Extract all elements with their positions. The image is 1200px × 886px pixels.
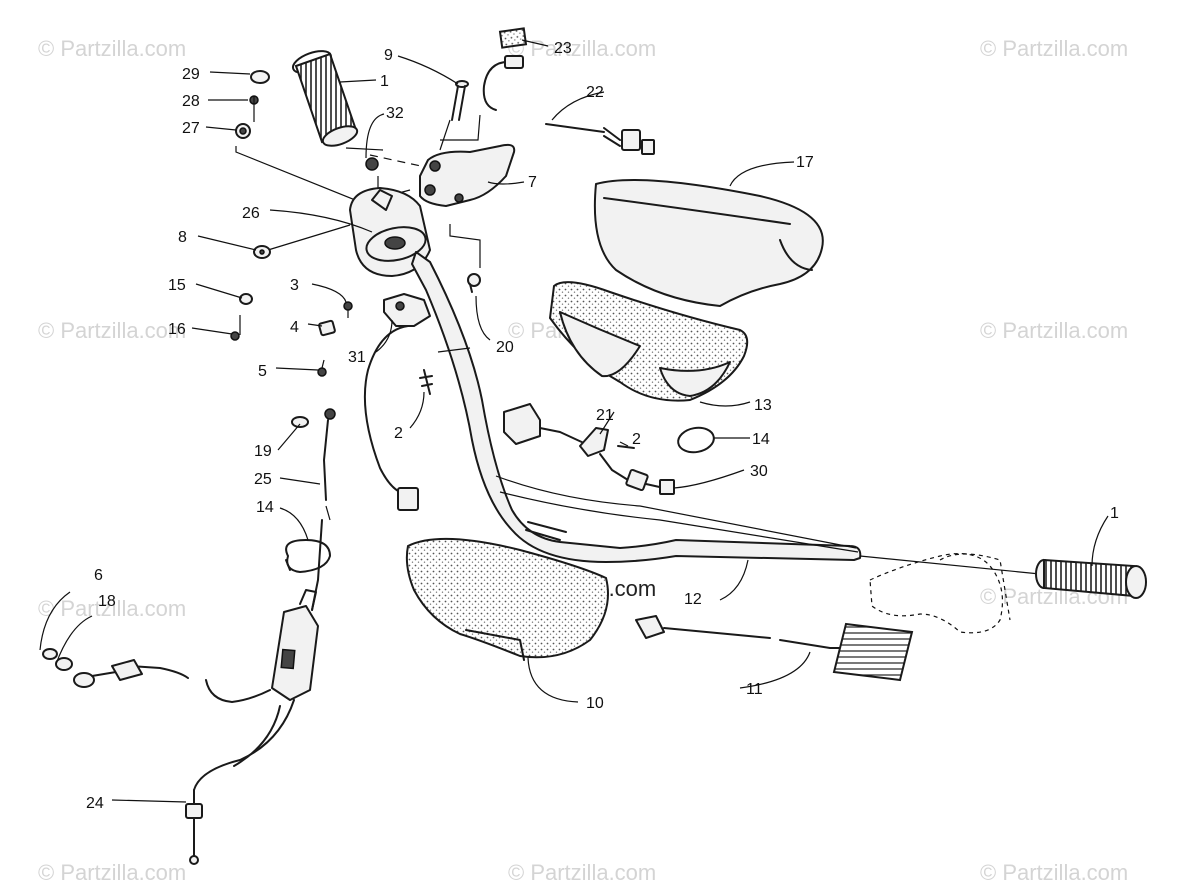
watermark-bottom-right: © Partzilla.com [980,860,1129,885]
screw-2-right [617,445,635,449]
fitting-6-18 [39,591,189,688]
throttle-housing [193,589,319,791]
adjuster-24 [185,789,203,865]
label-1-left: 1 [380,73,389,90]
watermark-mid-left: © Partzilla.com [38,318,187,343]
assembly-line-27 [235,146,386,213]
label-26: 26 [242,205,260,222]
switch-21 [503,403,675,495]
watermark-top-right: © Partzilla.com [980,36,1129,61]
cover-13 [548,281,749,402]
label-28: 28 [182,93,200,110]
label-17: 17 [796,154,814,171]
wire-harness-22 [440,55,655,155]
label-19: 19 [254,443,272,460]
grip-left [291,50,359,147]
label-10: 10 [586,695,604,712]
screw-stack-27-29 [235,70,270,139]
clamp-14-left [285,539,331,573]
bolt-9 [439,80,469,151]
assembly-dashed [369,154,431,169]
label-1-right: 1 [1110,505,1119,522]
label-20: 20 [496,339,514,356]
label-2-right: 2 [632,431,641,448]
label-31: 31 [348,349,366,366]
label-6: 6 [94,567,103,584]
label-11: 11 [746,681,763,698]
leader-lines [111,39,1109,803]
label-27: 27 [182,120,200,137]
watermark-top-center: © Partzilla.com [508,36,657,61]
label-18: 18 [98,593,116,610]
label-14-right: 14 [752,431,770,448]
label-14-left: 14 [256,499,274,516]
assembly-line-8 [267,224,351,251]
label-3: 3 [290,277,299,294]
watermark-low-left: © Partzilla.com [38,596,187,621]
label-8: 8 [178,229,187,246]
label-21: 21 [596,407,614,424]
handlebar-12 [411,251,862,563]
pad-10 [405,537,609,661]
clamp-bracket-7 [379,143,516,207]
label-24: 24 [86,795,104,812]
label-13: 13 [754,397,772,414]
housing-26 [349,187,431,277]
screw-2-left [419,369,433,395]
grip-right [859,553,1147,634]
watermark-bottom-center: © Partzilla.com [508,860,657,885]
label-22: 22 [586,84,604,101]
heater-11 [635,615,914,682]
pad-23 [498,27,528,49]
label-29: 29 [182,66,200,83]
nut-32 [365,157,379,171]
label-30: 30 [750,463,768,480]
label-12: 12 [684,591,702,608]
label-16: 16 [168,321,186,338]
label-25: 25 [254,471,272,488]
clamp-ring-14-right [677,426,715,454]
watermark-top-left: © Partzilla.com [38,36,187,61]
watermark-mid-right: © Partzilla.com [980,318,1129,343]
assembly-line-32 [345,147,384,151]
pad-17 [593,179,824,307]
throttle-cable-25 [291,408,336,611]
label-5: 5 [258,363,267,380]
callout-labels: 29 28 27 1 32 9 23 22 17 7 26 8 15 16 3 … [86,40,1119,812]
label-2-left: 2 [394,425,403,442]
label-32: 32 [386,105,404,122]
screw-20 [449,224,481,293]
label-4: 4 [290,319,299,336]
label-23: 23 [554,40,572,57]
label-9: 9 [384,47,393,64]
label-7: 7 [528,174,537,191]
washers-8-15-16 [230,245,271,341]
switch-31 [363,293,431,511]
label-15: 15 [168,277,186,294]
watermark-bottom-left: © Partzilla.com [38,860,187,885]
screws-3-4-5 [317,301,353,377]
